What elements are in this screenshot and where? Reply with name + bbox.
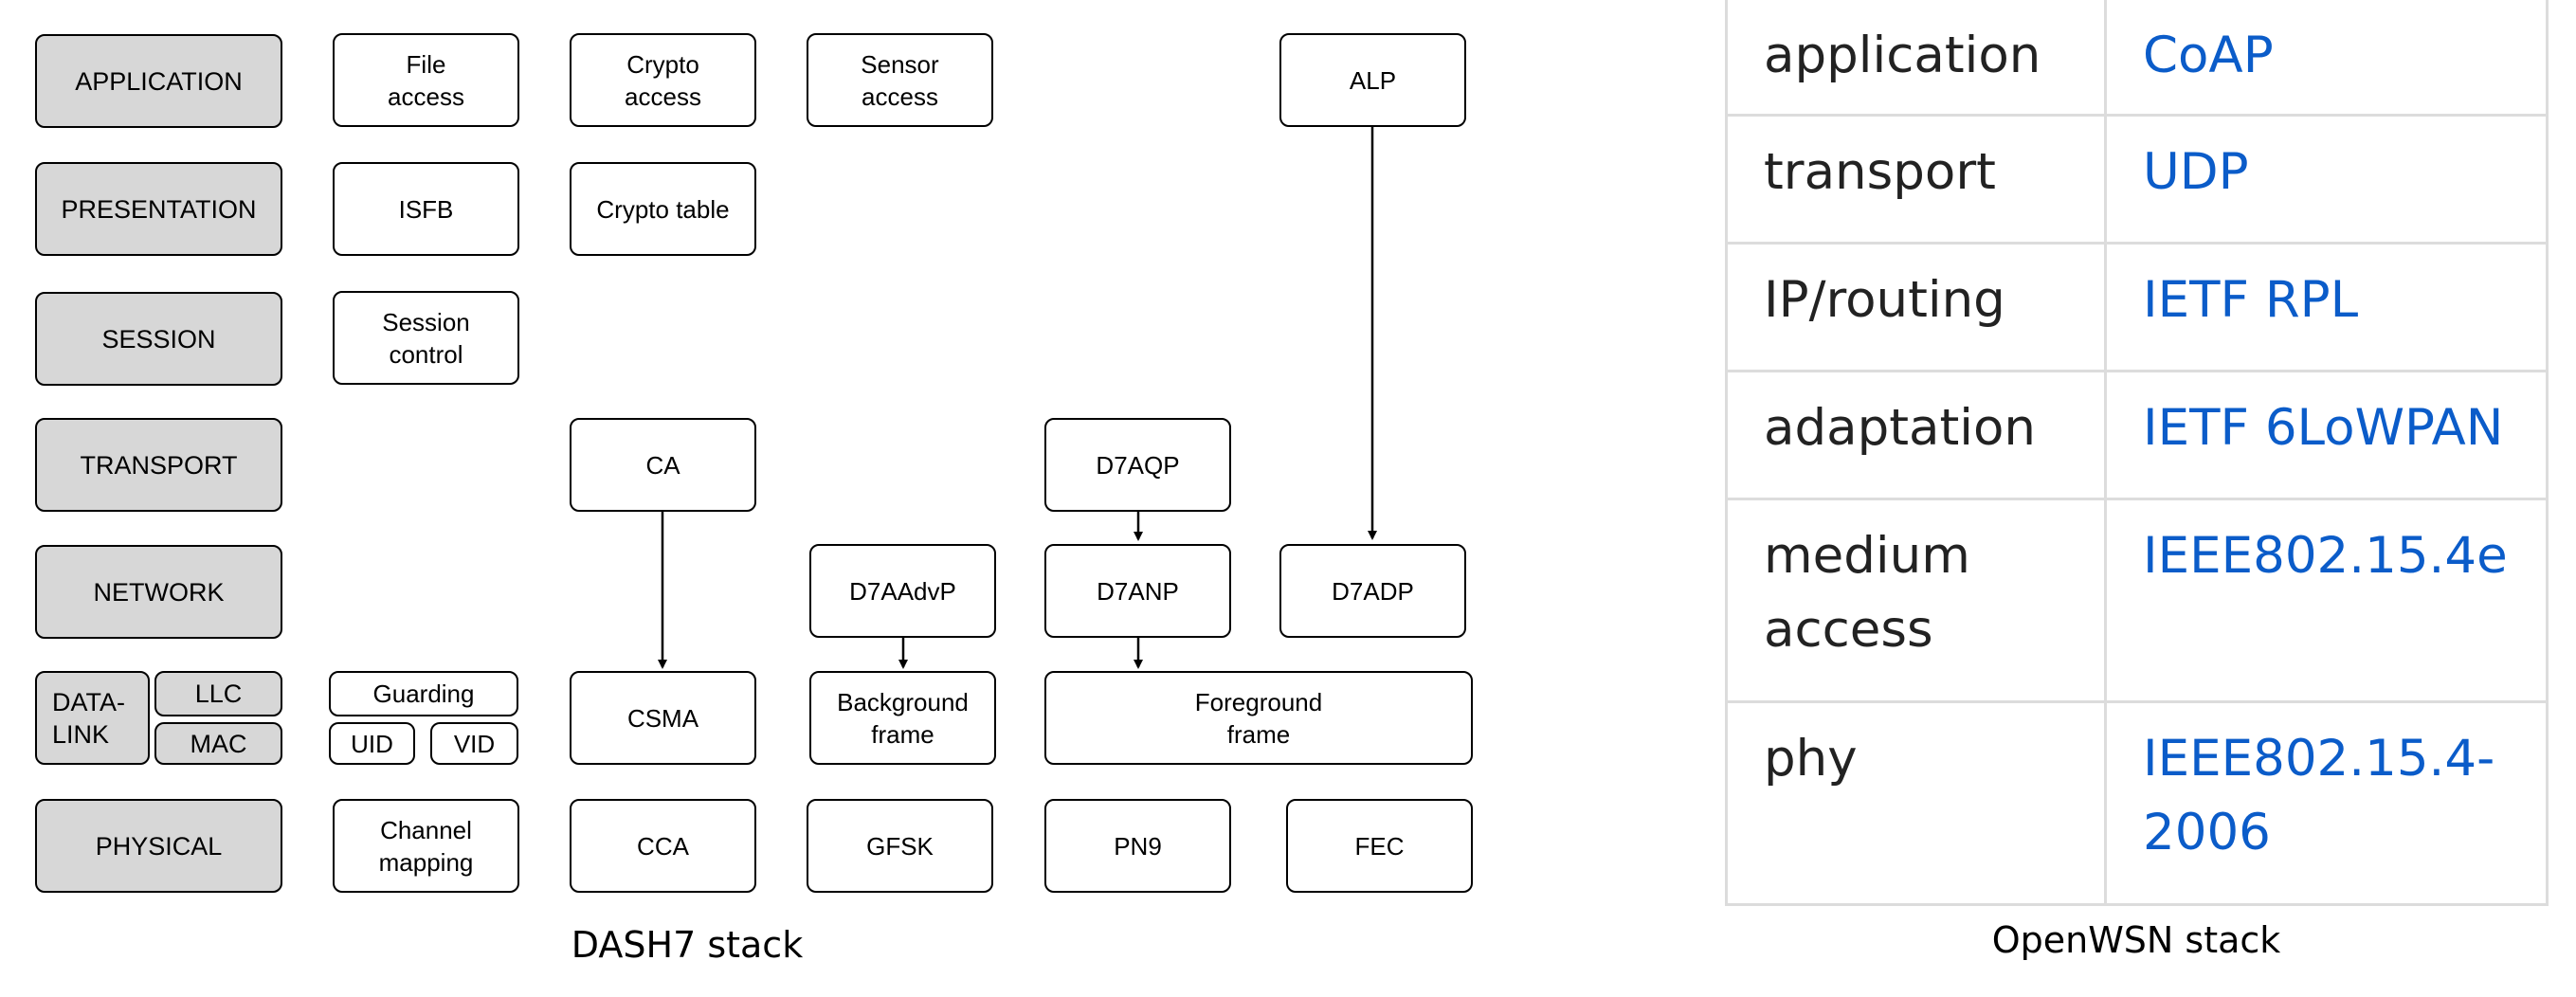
block-cca: CCA xyxy=(570,799,756,893)
protocol-link[interactable]: IETF RPL xyxy=(2143,271,2359,329)
layer-cell: medium access xyxy=(1728,500,2107,700)
layer-transport: TRANSPORT xyxy=(35,418,282,512)
layer-application: APPLICATION xyxy=(35,34,282,128)
layer-cell: application xyxy=(1728,0,2107,114)
layer-mac: MAC xyxy=(154,722,282,765)
table-row: medium access IEEE802.15.4e xyxy=(1725,500,2549,703)
block-isfb: ISFB xyxy=(333,162,519,256)
block-channel-mapping: Channel mapping xyxy=(333,799,519,893)
layer-llc: LLC xyxy=(154,671,282,716)
block-crypto-access: Crypto access xyxy=(570,33,756,127)
block-gfsk: GFSK xyxy=(807,799,993,893)
table-row: IP/routing IETF RPL xyxy=(1725,245,2549,372)
block-d7anp: D7ANP xyxy=(1044,544,1231,638)
layer-cell: adaptation xyxy=(1728,372,2107,498)
layer-physical: PHYSICAL xyxy=(35,799,282,893)
dash7-diagram: APPLICATION PRESENTATION SESSION TRANSPO… xyxy=(35,33,1473,966)
block-ca: CA xyxy=(570,418,756,512)
table-row: transport UDP xyxy=(1725,117,2549,245)
layer-cell: transport xyxy=(1728,117,2107,242)
block-sensor-access: Sensor access xyxy=(807,33,993,127)
table-row: phy IEEE802.15.4- 2006 xyxy=(1725,703,2549,906)
layer-cell: phy xyxy=(1728,703,2107,903)
block-crypto-table: Crypto table xyxy=(570,162,756,256)
dash7-caption: DASH7 stack xyxy=(571,924,804,966)
block-vid: VID xyxy=(430,722,518,765)
openwsn-caption: OpenWSN stack xyxy=(1991,919,2281,961)
protocol-link[interactable]: IEEE802.15.4e xyxy=(2143,527,2508,585)
openwsn-table: application CoAP transport UDP IP/routin… xyxy=(1725,0,2549,906)
layer-session: SESSION xyxy=(35,292,282,386)
block-background-frame: Background frame xyxy=(809,671,996,765)
block-guarding: Guarding xyxy=(329,671,518,716)
block-d7aqp: D7AQP xyxy=(1044,418,1231,512)
protocol-link[interactable]: IEEE802.15.4- 2006 xyxy=(2143,730,2495,861)
layer-presentation: PRESENTATION xyxy=(35,162,282,256)
layer-datalink: DATA- LINK xyxy=(35,671,150,765)
layer-cell: IP/routing xyxy=(1728,245,2107,370)
protocol-link[interactable]: IETF 6LoWPAN xyxy=(2143,399,2504,457)
block-uid: UID xyxy=(329,722,415,765)
block-fec: FEC xyxy=(1286,799,1473,893)
table-row: adaptation IETF 6LoWPAN xyxy=(1725,372,2549,500)
block-d7adp: D7ADP xyxy=(1279,544,1466,638)
arrows-layer xyxy=(658,125,1377,669)
block-pn9: PN9 xyxy=(1044,799,1231,893)
block-foreground-frame: Foreground frame xyxy=(1044,671,1473,765)
protocol-link[interactable]: UDP xyxy=(2143,143,2249,201)
block-alp: ALP xyxy=(1279,33,1466,127)
table-row: application CoAP xyxy=(1725,0,2549,117)
block-d7aadvp: D7AAdvP xyxy=(809,544,996,638)
protocol-link[interactable]: CoAP xyxy=(2143,27,2274,84)
block-session-control: Session control xyxy=(333,291,519,385)
layer-network: NETWORK xyxy=(35,545,282,639)
block-file-access: File access xyxy=(333,33,519,127)
block-csma: CSMA xyxy=(570,671,756,765)
